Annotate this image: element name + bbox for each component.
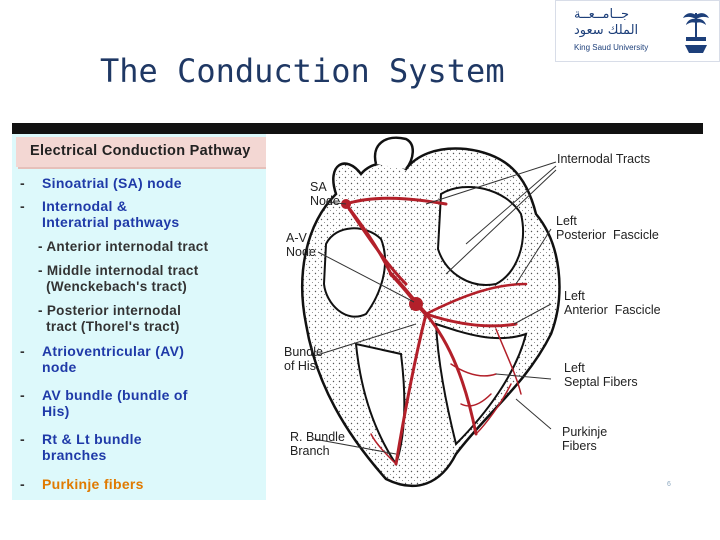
heart-illustration [301, 136, 561, 488]
panel-header-text: Electrical Conduction Pathway [30, 143, 251, 159]
university-logo: جــامــعــة الملك سعود King Saud Univers… [555, 0, 720, 62]
slide-divider-bar [12, 123, 703, 134]
conduction-pathway [344, 196, 528, 466]
label-r-bundle-branch: R. Bundle Branch [290, 430, 345, 458]
label-left-anterior-fascicle: Left Anterior Fascicle [564, 289, 661, 317]
label-av-node: A-V Node [286, 231, 316, 259]
logo-arabic-line2: الملك سعود [574, 23, 639, 38]
subitem-middle-tract: - Middle internodal tract (Wenckebach's … [38, 263, 199, 294]
pathway-panel [12, 134, 266, 500]
label-bundle-of-his: Bundle of His [284, 345, 323, 373]
label-left-septal-fibers: Left Septal Fibers [564, 361, 638, 389]
label-left-posterior-fascicle: Left Posterior Fascicle [556, 214, 659, 242]
leader-lines [313, 161, 557, 455]
label-purkinje-fibers: Purkinje Fibers [562, 425, 608, 453]
palm-seal-icon [683, 13, 709, 53]
logo-english-name: King Saud University [574, 43, 649, 52]
slide-title: The Conduction System [100, 52, 505, 90]
subitem-posterior-tract: - Posterior internodal tract (Thorel's t… [38, 303, 182, 334]
logo-arabic-line1: جــامــعــة [574, 7, 630, 22]
label-internodal-tracts: Internodal Tracts [557, 152, 651, 166]
heart-diagram: Internodal Tracts SA Node A-V Node Bundl… [266, 134, 703, 500]
page-number: 6 [667, 481, 671, 488]
subitem-anterior-tract: - Anterior internodal tract [38, 239, 209, 254]
label-sa-node: SA Node [310, 180, 340, 208]
